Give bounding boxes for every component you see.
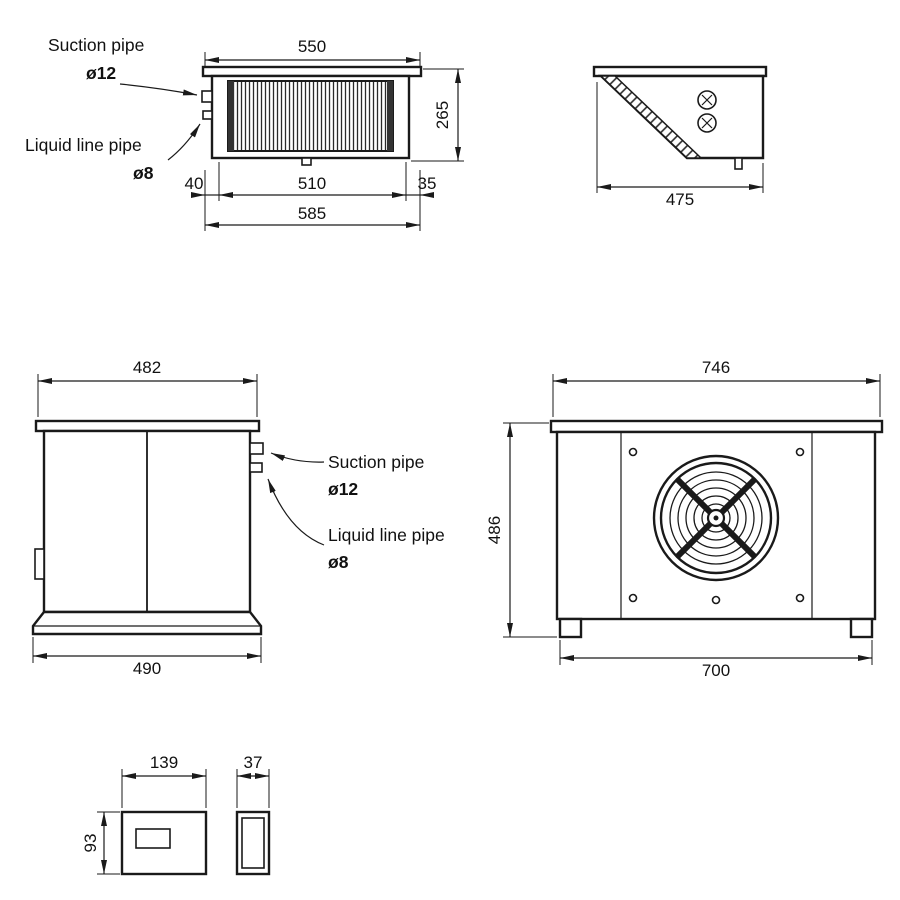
side-tab (34, 548, 45, 580)
pipe-cross-top (701, 94, 713, 106)
slanted-coil (599, 75, 703, 159)
dim-490-label: 490 (133, 659, 161, 678)
dim-top-width: 746 (552, 358, 881, 417)
fan-hub-center (713, 515, 719, 521)
liquid-pipe-label: Liquid line pipe (25, 135, 142, 155)
base-skirt (31, 610, 263, 636)
pipe-callouts: Suction pipe ø12 Liquid line pipe ø8 (25, 35, 201, 183)
liquid-pipe-stub (249, 462, 263, 473)
fan-grille (652, 454, 780, 582)
top-flange (201, 65, 423, 78)
liquid-pipe-label: Liquid line pipe (328, 525, 445, 545)
dim-585-label: 585 (298, 204, 326, 223)
liquid-pipe-stub (202, 110, 213, 120)
dim-height: 93 (81, 811, 120, 875)
dim-top-width: 482 (37, 358, 258, 417)
drain-stub (734, 157, 743, 170)
dim-746-label: 746 (702, 358, 730, 377)
monoblock-side-view: 482 Suction pipe ø12 Liquid line pipe ø8 (31, 358, 445, 678)
coil-end-right (387, 81, 393, 151)
dim-139-label: 139 (150, 753, 178, 772)
dim-35-label: 35 (418, 174, 437, 193)
coil-end-left (228, 81, 234, 151)
controller-views: 139 37 93 (81, 753, 271, 876)
dim-486-label: 486 (485, 516, 504, 544)
suction-dia-label: ø12 (328, 479, 358, 499)
drain-stub (301, 157, 312, 166)
controller-side-inner (241, 817, 265, 869)
dim-height: 265 (411, 68, 464, 162)
foot-left (558, 617, 583, 639)
suction-leader-arrow (119, 83, 198, 96)
bolt (628, 593, 638, 603)
dim-width: 139 (121, 753, 207, 808)
dim-510-label: 510 (298, 174, 326, 193)
dim-height: 486 (485, 422, 557, 638)
condensing-unit-front-view: 746 (485, 358, 884, 680)
controller-front (120, 810, 208, 876)
foot-right (849, 617, 874, 639)
pipe-callouts: Suction pipe ø12 Liquid line pipe ø8 (267, 452, 445, 572)
dim-bottom-rows: 40 510 35 585 (185, 162, 437, 231)
dim-37-label: 37 (244, 753, 263, 772)
dim-550-label: 550 (298, 37, 326, 56)
top-flange (592, 65, 768, 78)
pipe-cross-bottom (701, 117, 713, 129)
monoblock-body (31, 419, 264, 636)
suction-leader-arrow (270, 452, 325, 463)
dim-40-label: 40 (185, 174, 204, 193)
evaporator-side-view: 475 (592, 65, 768, 209)
controller-side (235, 810, 271, 876)
liquid-dia-label: ø8 (328, 552, 349, 572)
dim-265-label: 265 (433, 101, 452, 129)
dim-93-label: 93 (81, 834, 100, 853)
bolt (628, 447, 638, 457)
coil-fins (227, 80, 394, 152)
top-flange (34, 419, 261, 433)
bolt (795, 593, 805, 603)
suction-dia-label: ø12 (86, 63, 116, 83)
evaporator-body (201, 65, 423, 166)
dim-feet-width: 700 (559, 640, 873, 680)
suction-pipe-stub (249, 442, 264, 455)
liquid-dia-label: ø8 (133, 163, 154, 183)
suction-pipe-label: Suction pipe (48, 35, 144, 55)
dim-flange-width: 550 (204, 37, 421, 66)
suction-pipe-label: Suction pipe (328, 452, 424, 472)
dim-depth: 37 (236, 753, 270, 808)
dim-base-width: 490 (32, 637, 262, 678)
evaporator-front-view: 550 Suction pipe ø12 Liquid line pipe ø8 (25, 35, 464, 231)
dim-475-label: 475 (666, 190, 694, 209)
dim-depth: 475 (596, 82, 764, 209)
liquid-leader-arrow (167, 123, 201, 161)
liquid-leader-arrow (267, 478, 325, 546)
bolt (711, 595, 721, 605)
suction-pipe-stub (201, 90, 213, 103)
controller-display (135, 828, 171, 849)
bolt (795, 447, 805, 457)
top-flange (549, 419, 884, 434)
condenser-body (549, 419, 884, 639)
dim-482-label: 482 (133, 358, 161, 377)
dim-700-label: 700 (702, 661, 730, 680)
